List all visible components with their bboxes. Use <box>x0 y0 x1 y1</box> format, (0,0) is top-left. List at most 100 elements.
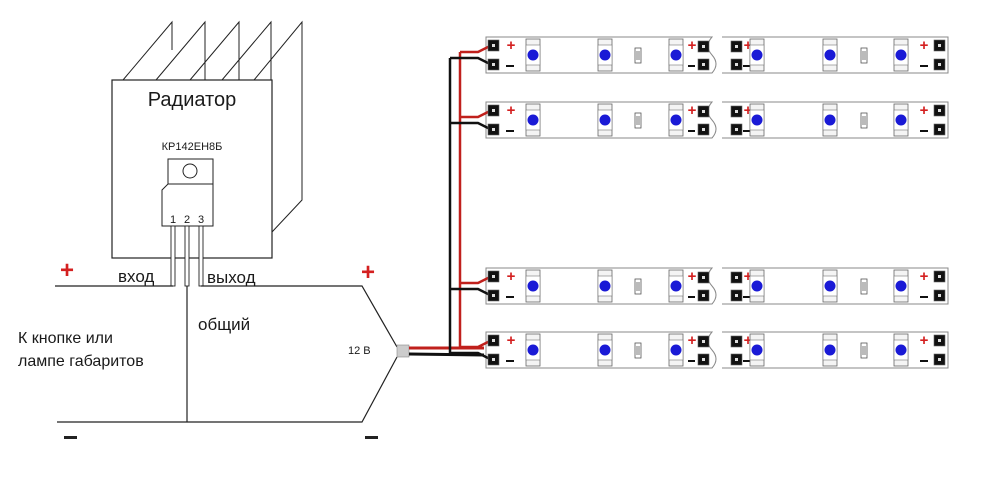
joint-minus-sign <box>688 296 695 298</box>
joint-pad-dot <box>735 63 738 66</box>
joint-plus-sign: + <box>744 37 753 54</box>
joint-pad-dot <box>702 63 705 66</box>
output-label: выход <box>207 268 256 287</box>
source-plus-sign: + <box>60 257 74 284</box>
joint-pad-dot <box>702 110 705 113</box>
strip-input-pad-positive-dot <box>492 339 495 342</box>
strip-negative-lead <box>450 121 491 131</box>
input-label: вход <box>118 267 154 286</box>
output-minus-sign <box>365 436 378 439</box>
led-diode <box>599 344 611 356</box>
joint-pad-dot <box>735 110 738 113</box>
strip-end-pad-dot <box>938 294 941 297</box>
strip-plus-sign: + <box>507 37 516 54</box>
strip-positive-lead <box>460 44 491 54</box>
led-diode <box>895 114 907 126</box>
joint-minus-sign <box>743 130 750 132</box>
led-diode <box>895 280 907 292</box>
resistor-body <box>636 116 640 125</box>
strip-end-pad-dot <box>938 128 941 131</box>
strip-end-pad-dot <box>938 63 941 66</box>
joint-pad-dot <box>702 358 705 361</box>
led-diode <box>527 344 539 356</box>
led-diode <box>751 114 763 126</box>
strip-positive-lead <box>460 109 491 119</box>
joint-minus-sign <box>688 360 695 362</box>
joint-minus-sign <box>743 296 750 298</box>
led-diode <box>527 49 539 61</box>
radiator-fins <box>122 20 303 233</box>
joint-plus-sign: + <box>688 268 697 285</box>
led-diode <box>670 49 682 61</box>
led-diode <box>751 280 763 292</box>
joint-plus-sign: + <box>688 102 697 119</box>
led-diode <box>599 280 611 292</box>
led-diode <box>599 114 611 126</box>
strip-minus-sign <box>506 360 514 362</box>
resistor-body <box>862 51 866 60</box>
circuit-wires <box>55 285 398 423</box>
strip-end-pad-dot <box>938 339 941 342</box>
led-strip: + + + + <box>450 101 949 139</box>
output-plus-sign: + <box>361 259 375 286</box>
strip-end-pad-dot <box>938 275 941 278</box>
common-label: общий <box>198 315 250 334</box>
led-diode <box>824 49 836 61</box>
strip-plus-sign: + <box>507 102 516 119</box>
joint-pad-dot <box>735 276 738 279</box>
strip-minus-sign <box>506 65 514 67</box>
led-strip: ++++ <box>450 267 949 305</box>
led-diode <box>670 344 682 356</box>
joint-pad-dot <box>702 340 705 343</box>
strip-minus-sign <box>506 296 514 298</box>
strip-end-minus-sign <box>920 360 928 362</box>
joint-pad-dot <box>735 45 738 48</box>
strip-input-pad-negative-dot <box>492 63 495 66</box>
joint-pad-dot <box>702 45 705 48</box>
strip-plus-sign: + <box>507 268 516 285</box>
led-diode <box>599 49 611 61</box>
joint-pad-dot <box>735 358 738 361</box>
resistor-body <box>636 282 640 291</box>
strip-input-pad-negative-dot <box>492 128 495 131</box>
ground-wire <box>57 356 398 423</box>
led-strip: ++++ <box>450 331 949 369</box>
led-diode <box>824 114 836 126</box>
pin-2-label: 2 <box>184 214 190 226</box>
strip-end-minus-sign <box>920 296 928 298</box>
joint-plus-sign: + <box>688 37 697 54</box>
strip-plus-sign: + <box>507 332 516 349</box>
source-label-line1: К кнопке или <box>18 330 113 347</box>
source-label-line2: лампе габаритов <box>18 353 144 370</box>
strip-negative-lead <box>450 287 491 297</box>
led-diode <box>670 114 682 126</box>
strip-input-pad-negative-dot <box>492 358 495 361</box>
led-diode <box>751 344 763 356</box>
joint-plus-sign: + <box>744 102 753 119</box>
resistor-body <box>636 51 640 60</box>
led-diode <box>824 280 836 292</box>
led-strips: ++++++++++++++++ <box>450 36 949 369</box>
joint-minus-sign <box>688 130 695 132</box>
strip-end-plus-sign: + <box>920 37 929 54</box>
joint-pad-dot <box>735 294 738 297</box>
resistor-body <box>636 346 640 355</box>
output-wire <box>201 285 398 348</box>
strip-minus-sign <box>506 130 514 132</box>
joint-pad-dot <box>735 340 738 343</box>
resistor-body <box>862 346 866 355</box>
source-minus-sign <box>64 436 77 439</box>
led-diode <box>527 114 539 126</box>
strip-input-pad-positive-dot <box>492 109 495 112</box>
strip-end-pad-dot <box>938 109 941 112</box>
joint-pad-dot <box>735 128 738 131</box>
strip-end-minus-sign <box>920 130 928 132</box>
strip-positive-lead <box>460 339 491 349</box>
joint-plus-sign: + <box>744 332 753 349</box>
resistor-body <box>862 282 866 291</box>
strip-end-plus-sign: + <box>920 102 929 119</box>
strip-negative-lead <box>450 351 491 361</box>
pin-1-label: 1 <box>170 214 176 226</box>
joint-minus-sign <box>688 65 695 67</box>
